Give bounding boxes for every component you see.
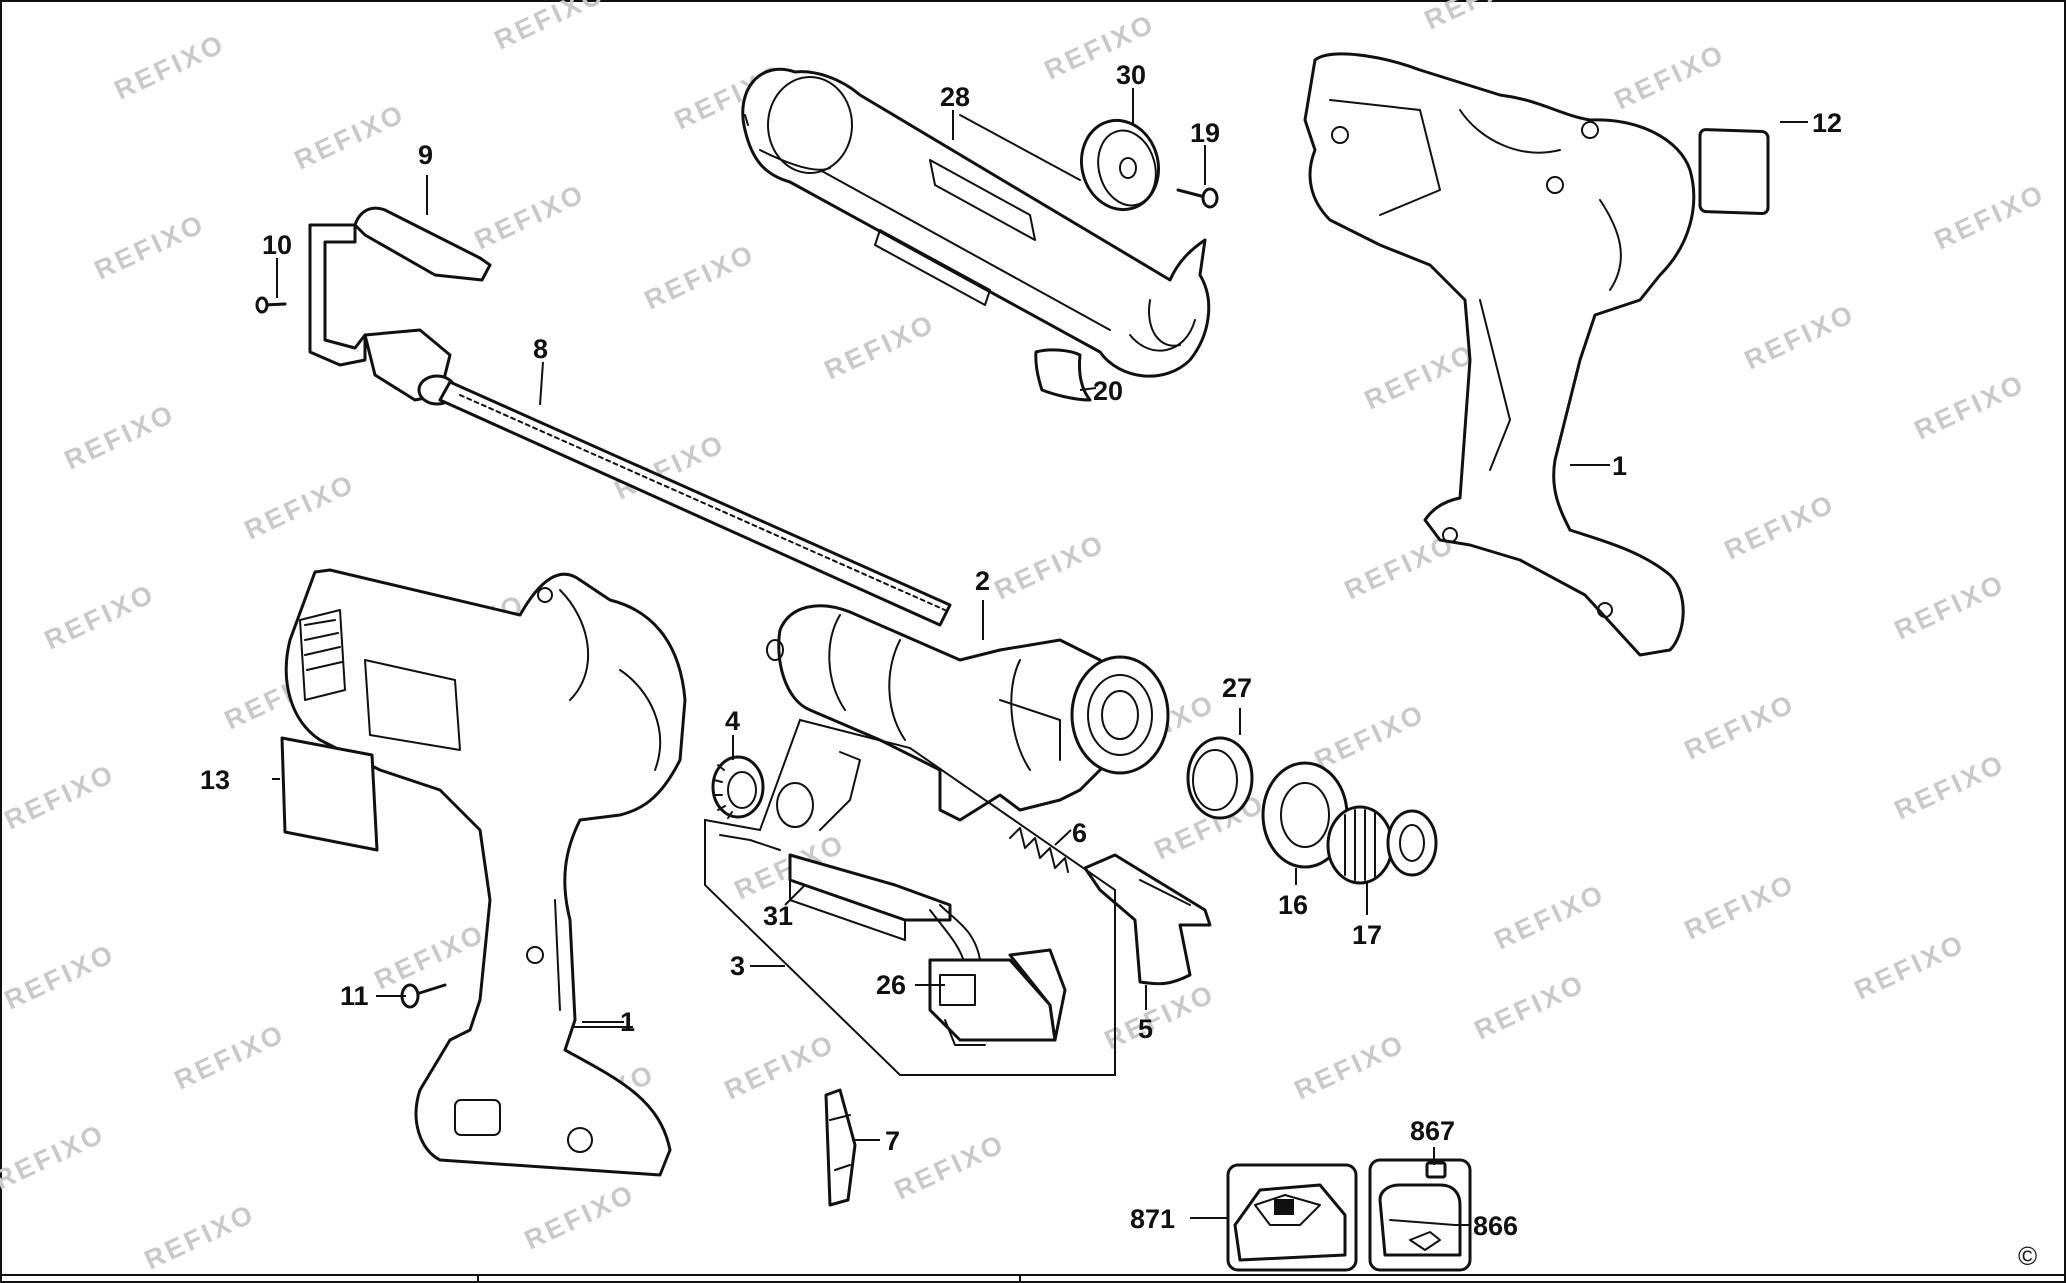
watermark: REFIXO: [890, 1128, 1010, 1205]
part-2-motor-gearbox: [766, 604, 1170, 822]
watermark: REFIXO: [640, 238, 760, 315]
label-5: 5: [1138, 1014, 1153, 1044]
watermark: REFIXO: [140, 1198, 260, 1275]
label-7: 7: [885, 1126, 900, 1156]
label-1-right: 1: [1612, 451, 1627, 481]
watermark: REFIXO: [520, 1178, 640, 1255]
part-12-label: [1698, 128, 1770, 216]
watermark: REFIXO: [0, 758, 120, 835]
label-2: 2: [975, 566, 990, 596]
label-16: 16: [1278, 890, 1308, 920]
watermark: REFIXO: [1290, 1028, 1410, 1105]
watermark: REFIXO: [1720, 488, 1840, 565]
label-10: 10: [262, 230, 292, 260]
label-11: 11: [340, 981, 369, 1011]
watermark: REFIXO: [170, 1018, 290, 1095]
label-30: 30: [1116, 60, 1146, 90]
part-8-rack-rod: [438, 380, 952, 627]
watermark: REFIXO: [60, 398, 180, 475]
watermark: REFIXO: [990, 528, 1110, 605]
label-866: 866: [1473, 1211, 1518, 1241]
label-19: 19: [1190, 118, 1220, 148]
label-8: 8: [533, 334, 548, 364]
watermark: REFIXO: [40, 578, 160, 655]
part-13-label: [280, 736, 379, 852]
part-17-nut: [1326, 805, 1438, 885]
label-28: 28: [940, 82, 970, 112]
label-867: 867: [1410, 1116, 1455, 1146]
part-6-spring: [1009, 827, 1069, 873]
part-20-label: [1034, 348, 1092, 402]
watermark: REFIXO: [1890, 748, 2010, 825]
part-7-clip: [824, 1088, 857, 1207]
watermark: REFIXO: [290, 98, 410, 175]
watermark: REFIXO: [370, 918, 490, 995]
label-12: 12: [1812, 108, 1842, 138]
watermark: REFIXO: [110, 28, 230, 105]
label-4: 4: [725, 706, 740, 736]
watermark: REFIXO: [820, 308, 940, 385]
label-20: 20: [1093, 376, 1123, 406]
part-871-charger: [1226, 1163, 1358, 1272]
watermark: REFIXO: [1850, 928, 1970, 1005]
label-3: 3: [730, 951, 745, 981]
label-27: 27: [1222, 673, 1252, 703]
label-6: 6: [1072, 818, 1087, 848]
watermark: REFIXO: [1100, 978, 1220, 1055]
part-5-trigger: [1083, 853, 1212, 986]
watermark: REFIXO: [720, 1028, 840, 1105]
label-26: 26: [876, 970, 906, 1000]
part-866-battery: [1368, 1158, 1472, 1272]
part-3-switch-assembly: [704, 718, 1116, 1076]
watermark: REFIXO: [240, 468, 360, 545]
watermark: REFIXO: [1930, 178, 2050, 255]
watermark: REFIXO: [1680, 868, 1800, 945]
part-1-housing-left: [284, 568, 687, 1177]
label-17: 17: [1352, 920, 1382, 950]
watermark: REFIXO: [1360, 338, 1480, 415]
watermark: REFIXO: [1490, 878, 1610, 955]
watermark: REFIXO: [1310, 698, 1430, 775]
watermark: REFIXO: [490, 0, 610, 55]
part-30-washer: [1079, 118, 1161, 212]
part-11-screw: [400, 983, 447, 1009]
part-10-pin: [255, 296, 287, 314]
label-13: 13: [200, 765, 230, 795]
part-19-screw: [1176, 187, 1219, 209]
part-28-cartridge-holder: [741, 67, 1211, 378]
copyright-symbol: ©: [2018, 1241, 2037, 1271]
label-871: 871: [1130, 1204, 1175, 1234]
label-31: 31: [763, 901, 793, 931]
part-9-plunger-frame: [308, 206, 492, 406]
part-1-housing-right: [1303, 52, 1696, 657]
watermark: REFIXO: [1610, 38, 1730, 115]
watermark: REFIXO: [90, 208, 210, 285]
watermark: REFIXO: [0, 938, 120, 1015]
part-27-bushing: [1186, 736, 1254, 820]
watermark: REFIXO: [1740, 298, 1860, 375]
watermark: REFIXO: [1680, 688, 1800, 765]
label-1-left: 1: [620, 1007, 635, 1037]
leader-lines: [272, 88, 1808, 1226]
watermark: REFIXO: [1890, 568, 2010, 645]
watermark: REFIXO: [1470, 968, 1590, 1045]
watermark: REFIXO: [1910, 368, 2030, 445]
watermark: REFIXO: [470, 178, 590, 255]
part-number-labels: 28 30 19 12 9 10 8 20 1 2 27 4 6 13 31 1…: [200, 60, 1842, 1241]
part-4-gear: [711, 755, 765, 819]
watermark: REFIXO: [0, 1118, 110, 1195]
watermark: REFIXO: [1420, 0, 1540, 35]
label-9: 9: [418, 140, 433, 170]
